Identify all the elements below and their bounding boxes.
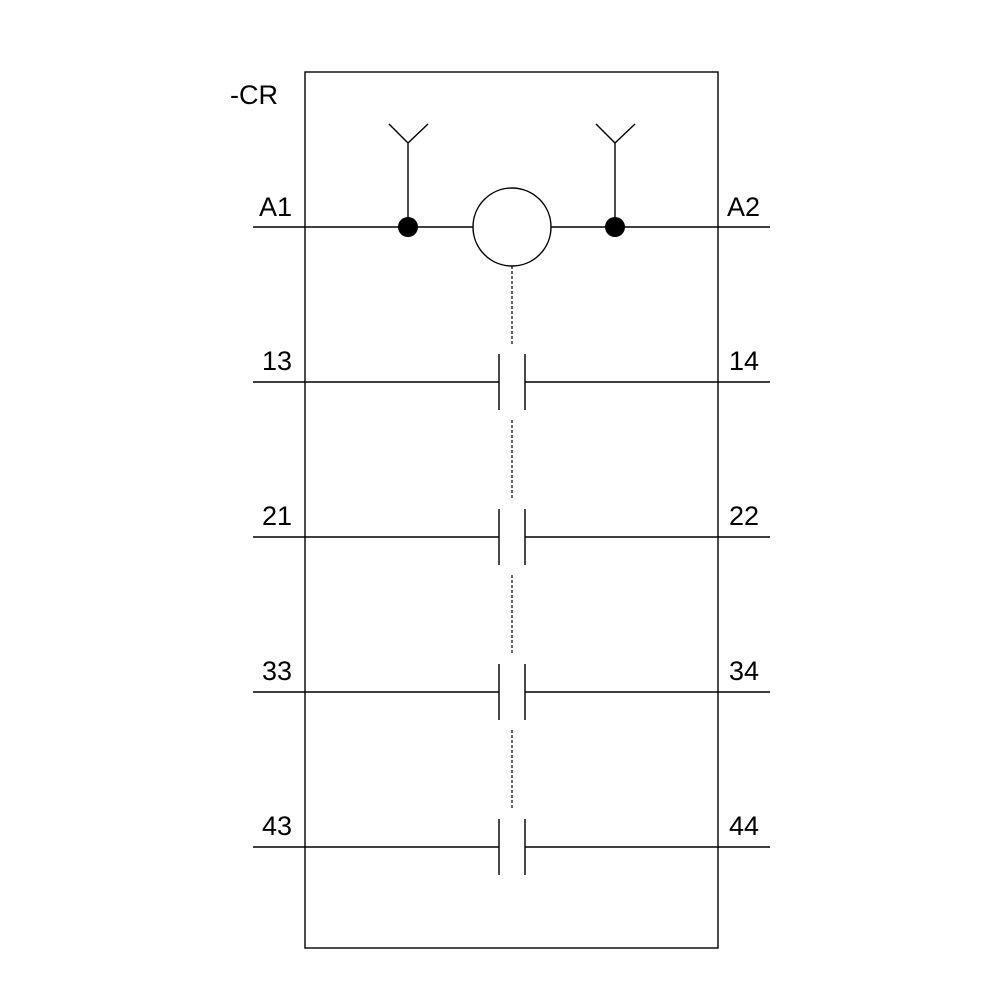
contact-row: 21 22: [253, 501, 770, 565]
device-tag: -CR: [230, 80, 278, 110]
contact-terminal-right: 14: [729, 346, 759, 376]
device-enclosure: [304, 71, 719, 949]
contact-terminal-right: 22: [729, 501, 759, 531]
coil-row: A1 A2: [253, 123, 770, 267]
antenna-icon-left: [388, 123, 429, 227]
contact-terminal-left: 43: [262, 811, 292, 841]
contact-row: 43 44: [253, 811, 770, 875]
contact-terminal-right: 44: [729, 811, 759, 841]
antenna-icon-right: [595, 123, 636, 227]
contact-terminal-left: 21: [262, 501, 292, 531]
contact-terminal-left: 13: [262, 346, 292, 376]
coil-terminal-left: A1: [259, 192, 292, 222]
contact-row: 33 34: [253, 656, 770, 720]
contact-terminal-right: 34: [729, 656, 759, 686]
contact-row: 13 14: [253, 346, 770, 410]
contact-terminal-left: 33: [262, 656, 292, 686]
coil-symbol: [472, 187, 552, 267]
coil-terminal-right: A2: [727, 192, 760, 222]
contact-rows: 13 14 21 22 33 34 43 44: [253, 346, 770, 875]
